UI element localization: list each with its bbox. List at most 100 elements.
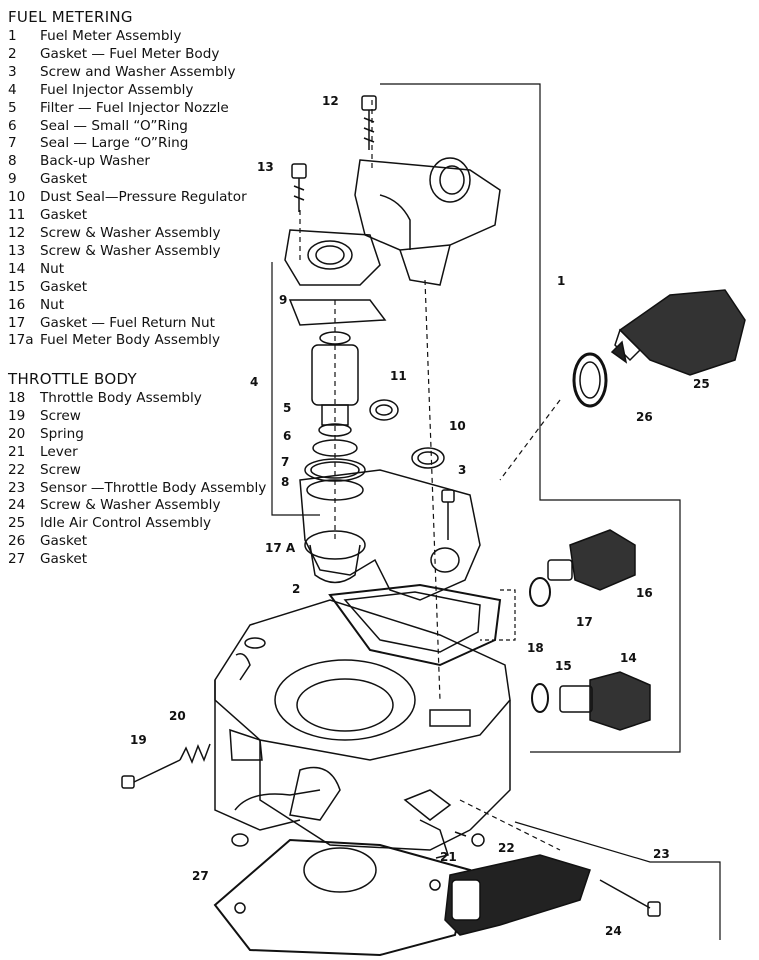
callout-21: 21 — [440, 850, 457, 864]
fuel-metering-item-label: Gasket — Fuel Return Nut — [40, 314, 215, 331]
fuel-metering-item-number: 5 — [8, 99, 17, 116]
nut-16-part — [547, 529, 636, 591]
fuel-metering-item-number: 6 — [8, 117, 17, 134]
callout-24: 24 — [605, 924, 622, 938]
throttle-body-item-number: 24 — [8, 497, 26, 514]
fuel-metering-item: 4 Fuel Injector Assembly — [8, 82, 270, 100]
fuel-metering-item-number: 10 — [8, 189, 26, 206]
throttle-body-item-number: 19 — [8, 407, 26, 424]
callout-17a: 17 A — [265, 541, 296, 555]
injector-flange-part — [284, 229, 387, 326]
fuel-metering-item-number: 13 — [8, 242, 26, 259]
fuel-metering-item-label: Back-up Washer — [40, 153, 151, 170]
fuel-metering-item-label: Fuel Injector Assembly — [40, 81, 194, 98]
callout-9: 9 — [279, 293, 287, 307]
fuel-metering-item: 2 Gasket — Fuel Meter Body — [8, 46, 270, 64]
gasket-2-part — [328, 583, 502, 667]
fuel-metering-item-number: 2 — [8, 45, 17, 62]
fuel-meter-body-assembly-part — [299, 469, 481, 601]
callout-labels: 1 2 3 4 5 6 7 8 9 10 11 12 13 14 15 16 1… — [130, 94, 710, 938]
fuel-metering-item-label: Gasket — [40, 278, 88, 295]
throttle-body-item-number: 18 — [8, 390, 26, 406]
callout-16: 16 — [636, 586, 653, 600]
idle-air-control-part — [610, 289, 746, 376]
screw-19-part — [121, 759, 181, 789]
throttle-body-item-label: Screw — [40, 407, 81, 424]
fuel-metering-item-label: Fuel Meter Assembly — [40, 28, 182, 44]
callout-23: 23 — [653, 847, 670, 861]
throttle-body-item-label: Screw & Washer Assembly — [40, 497, 221, 514]
fuel-metering-item-label: Fuel Meter Body Assembly — [40, 332, 221, 349]
throttle-body-item-label: Sensor —Throttle Body Assembly — [40, 479, 267, 496]
screw-3-part — [441, 489, 455, 540]
callout-4: 4 — [250, 375, 258, 389]
fuel-metering-item: 3 Screw and Washer Assembly — [8, 64, 270, 82]
fuel-metering-item-number: 4 — [8, 81, 17, 98]
throttle-body-item: 23 Sensor —Throttle Body Assembly — [8, 480, 270, 498]
throttle-body-item: 24 Screw & Washer Assembly — [8, 497, 270, 515]
screw-24-part — [599, 879, 661, 917]
throttle-body-item-number: 26 — [8, 533, 26, 550]
fuel-metering-item-number: 3 — [8, 63, 17, 80]
throttle-body-item: 26 Gasket — [8, 533, 270, 551]
fuel-metering-item-label: Nut — [40, 296, 65, 313]
callout-15: 15 — [555, 659, 572, 673]
throttle-body-item-label: Gasket — [40, 533, 88, 550]
fuel-metering-item-number: 15 — [8, 278, 26, 295]
callout-22: 22 — [498, 841, 515, 855]
callout-10: 10 — [449, 419, 466, 433]
fuel-metering-item: 9 Gasket — [8, 171, 270, 189]
callout-14: 14 — [620, 651, 637, 665]
callout-13: 13 — [257, 160, 274, 174]
fuel-metering-item-label: Gasket — [40, 171, 88, 188]
callout-1: 1 — [557, 274, 565, 288]
fuel-metering-item-label: Screw & Washer Assembly — [40, 224, 221, 241]
fuel-metering-item-label: Screw and Washer Assembly — [40, 63, 236, 80]
assembly-bracket-lines — [271, 83, 721, 940]
throttle-body-item-number: 27 — [8, 551, 26, 568]
callout-17: 17 — [576, 615, 593, 629]
callout-20: 20 — [169, 709, 186, 723]
callout-26: 26 — [636, 410, 653, 424]
throttle-body-item-number: 23 — [8, 479, 26, 496]
callout-12: 12 — [322, 94, 339, 108]
fuel-metering-item-number: 7 — [8, 135, 17, 152]
fuel-metering-item: 1 Fuel Meter Assembly — [8, 28, 270, 46]
throttle-body-item-number: 20 — [8, 425, 26, 442]
throttle-body-item-label: Gasket — [40, 551, 88, 568]
fuel-metering-item: 15 Gasket — [8, 279, 270, 297]
fuel-metering-item-label: Dust Seal—Pressure Regulator — [40, 189, 247, 206]
fuel-metering-item-number: 9 — [8, 171, 17, 188]
callout-25: 25 — [693, 377, 710, 391]
throttle-body-part — [214, 599, 511, 851]
callout-2: 2 — [292, 582, 300, 596]
callout-7: 7 — [281, 455, 289, 469]
fuel-metering-item: 10 Dust Seal—Pressure Regulator — [8, 189, 270, 207]
callout-8: 8 — [281, 475, 289, 489]
screw-12-part — [361, 95, 377, 150]
fuel-metering-item-number: 17a — [8, 332, 34, 349]
fuel-metering-item-number: 1 — [8, 28, 17, 44]
throttle-body-item-number: 25 — [8, 515, 26, 532]
throttle-body-item-number: 21 — [8, 443, 26, 460]
callout-6: 6 — [283, 429, 291, 443]
spring-20-part — [179, 743, 211, 765]
screw-22-part — [454, 831, 485, 847]
fuel-metering-item-number: 14 — [8, 260, 26, 277]
throttle-body-title: THROTTLE BODY — [8, 370, 137, 388]
fuel-metering-item-label: Gasket — Fuel Meter Body — [40, 45, 220, 62]
gasket-15-part — [531, 683, 549, 713]
fuel-meter-body-part — [354, 157, 501, 286]
